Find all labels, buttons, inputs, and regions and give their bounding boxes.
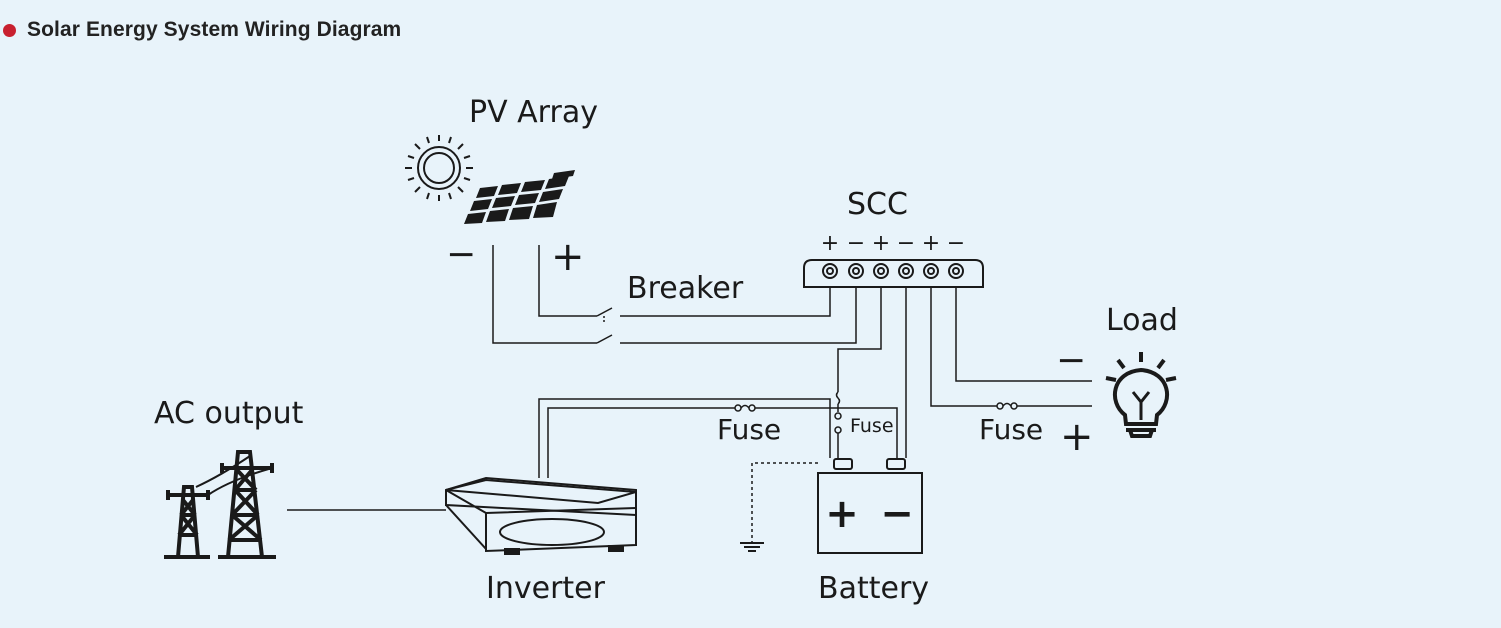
label-inverter: Inverter <box>486 571 606 606</box>
label-breaker: Breaker <box>627 271 744 306</box>
label-pv-array: PV Array <box>469 95 598 130</box>
bullet-dot-icon <box>3 23 16 37</box>
light-bulb-icon <box>1105 352 1177 438</box>
scc-terminal-sign: − <box>847 231 865 256</box>
scc-terminal-sign: − <box>897 231 915 256</box>
label-scc: SCC <box>847 187 908 222</box>
load-plus-sign: + <box>1060 414 1094 460</box>
solar-panel-icon <box>464 170 575 224</box>
battery-plus-sign: + <box>825 491 859 537</box>
ground-icon <box>740 542 764 552</box>
battery-minus-sign: − <box>880 491 914 537</box>
page-title: Solar Energy System Wiring Diagram <box>27 18 402 41</box>
label-fuse-left: Fuse <box>717 413 781 446</box>
label-fuse-small: Fuse <box>850 415 894 437</box>
pv-plus-sign: + <box>551 234 585 280</box>
transmission-tower-icon <box>164 450 276 559</box>
sun-icon <box>405 135 473 201</box>
pv-minus-sign: − <box>446 234 476 275</box>
label-fuse-right: Fuse <box>979 413 1043 446</box>
scc-terminal-sign: + <box>872 231 890 256</box>
wires <box>287 245 1092 543</box>
header: Solar Energy System Wiring Diagram <box>0 14 401 46</box>
label-battery: Battery <box>818 571 929 606</box>
label-ac-output: AC output <box>154 396 304 431</box>
scc-controller <box>803 259 984 288</box>
load-minus-sign: − <box>1056 340 1086 381</box>
inverter-unit <box>445 476 637 555</box>
scc-terminal-screws <box>822 263 964 279</box>
scc-terminal-sign: + <box>821 231 839 256</box>
label-load: Load <box>1106 303 1178 338</box>
scc-terminal-sign: − <box>947 231 965 256</box>
scc-terminal-sign: + <box>922 231 940 256</box>
battery-unit <box>817 458 923 554</box>
